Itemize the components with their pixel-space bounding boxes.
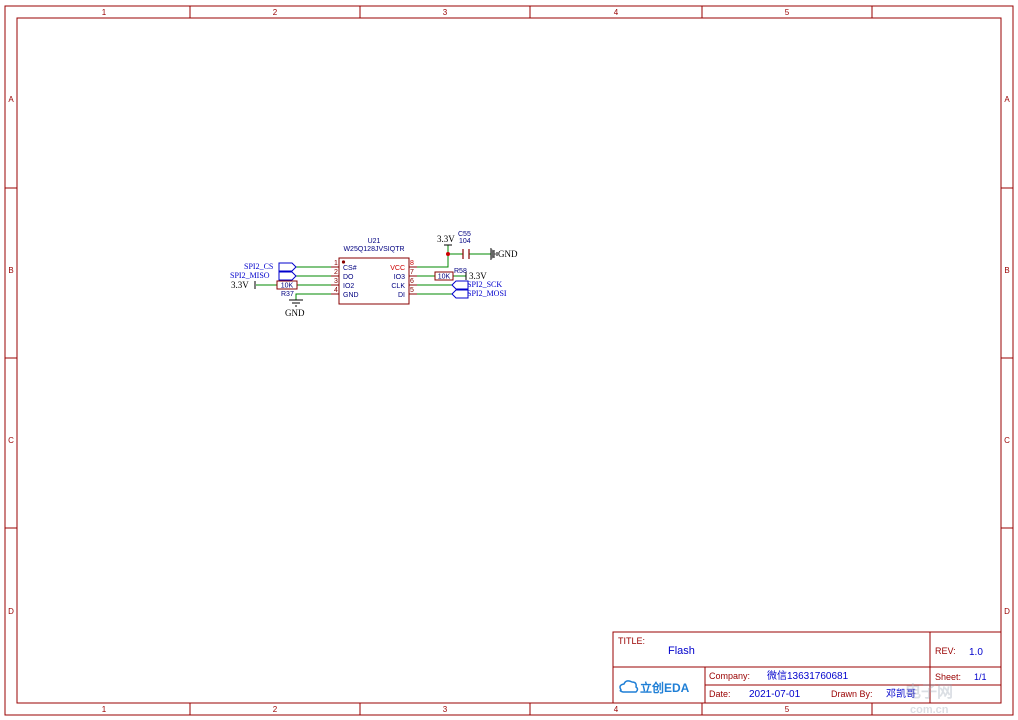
gnd-label-bottom: GND [285,308,305,318]
pin-name: DI [398,292,405,299]
net-flag-spi2-sck[interactable] [451,280,469,290]
r58-value: 10K [438,274,451,281]
pin-name: DO [343,274,354,281]
pin1-dot [341,260,346,264]
net-flag-spi2-miso[interactable] [278,271,297,281]
c55-value: 104 [459,238,471,245]
r58-designator: R58 [454,268,467,275]
ic-body[interactable] [338,257,410,305]
date-value: 2021-07-01 [749,689,801,700]
col-label: 5 [785,8,790,17]
pin-number: 8 [410,260,414,267]
r37-designator: R37 [281,291,294,298]
pin-name: VCC [390,265,405,272]
row-label: D [1004,607,1010,616]
gnd-symbol-bottom [289,299,303,307]
col-label: 2 [273,8,278,17]
title-block: TITLE: Flash REV: 1.0 Company: 微信1363176… [612,631,1002,704]
watermark-sub: com.cn [910,704,949,716]
col-label: 1 [102,8,107,17]
resistor-r58[interactable] [434,271,454,281]
net-label-spi2-miso: SPI2_MISO [230,271,270,280]
ic-u21[interactable]: U21 W25Q128JVSIQTR CS# DO IO2 GND 1 2 3 … [331,238,417,305]
c55-designator: C55 [458,231,471,238]
row-label: D [8,607,14,616]
watermark-text: 电子网 [905,682,953,701]
row-labels-left: A B C D [8,95,14,616]
drawn-value: 邓凯哥 [886,687,916,700]
wire-gnd [295,293,331,300]
row-label: C [8,436,14,445]
pin-number: 3 [334,278,338,285]
col-label: 3 [443,8,448,17]
pin-number: 2 [334,269,338,276]
sheet-frame [4,5,1014,716]
date-label: Date: [709,689,731,699]
pin-name: CS# [343,265,357,272]
net-label-spi2-mosi: SPI2_MOSI [467,289,507,298]
net-label-spi2-cs: SPI2_CS [244,262,273,271]
ic-pin-stubs [331,266,417,295]
row-label: B [1004,266,1009,275]
pin-name: GND [343,292,359,299]
ic-designator: U21 [368,238,381,245]
wire-vcc [417,245,449,268]
r37-value: 10K [281,283,294,290]
col-label: 4 [614,8,619,17]
power-label-3v3-left: 3.3V [231,280,249,290]
net-flags-left [278,262,297,281]
col-label: 5 [785,705,790,714]
ic-part-number: W25Q128JVSIQTR [343,246,404,253]
col-label: 3 [443,705,448,714]
cloud-icon [619,680,639,693]
pin-number: 7 [410,269,414,276]
pin-number: 1 [334,260,338,267]
rev-label: REV: [935,646,956,656]
column-labels-bottom: 1 2 3 4 5 [102,705,790,714]
column-labels-top: 1 2 3 4 5 [102,8,790,17]
pin-name: IO2 [343,283,354,290]
lceda-logo: 立创EDA [619,680,690,695]
power-label-3v3-r58: 3.3V [469,271,487,281]
junction-dot [446,252,450,256]
row-label: A [1004,95,1010,104]
net-flag-spi2-mosi[interactable] [451,289,469,299]
row-label: B [8,266,13,275]
row-label: C [1004,436,1010,445]
row-labels-right: A B C D [1004,95,1010,616]
title-label: TITLE: [618,636,645,646]
col-label: 2 [273,705,278,714]
watermark: 电子网 com.cn [905,682,953,716]
power-label-3v3-top: 3.3V [437,234,455,244]
col-label: 1 [102,705,107,714]
pin-number: 5 [410,287,414,294]
ic-right-pins: VCC IO3 CLK DI 8 7 6 5 [390,260,414,299]
company-value: 微信13631760681 [767,669,849,682]
ic-left-pins: CS# DO IO2 GND 1 2 3 4 [334,260,359,299]
pin-number: 6 [410,278,414,285]
net-flag-spi2-cs[interactable] [278,262,297,272]
capacitor-c55[interactable] [462,249,470,259]
pin-name: IO3 [394,274,405,281]
col-label: 4 [614,705,619,714]
pin-name: CLK [391,283,405,290]
net-flags-right [451,280,469,299]
drawn-label: Drawn By: [831,689,873,699]
rev-value: 1.0 [969,647,983,658]
gnd-label-cap: GND [498,249,518,259]
sheet-value: 1/1 [974,672,987,682]
logo-text: 立创EDA [640,680,690,695]
company-label: Company: [709,671,750,681]
resistor-r37[interactable] [276,280,298,290]
title-value: Flash [668,645,695,657]
sheet-label: Sheet: [935,672,961,682]
row-label: A [8,95,14,104]
gnd-cap-fill [491,248,496,260]
net-label-spi2-sck: SPI2_SCK [467,280,502,289]
pin-number: 4 [334,287,338,294]
